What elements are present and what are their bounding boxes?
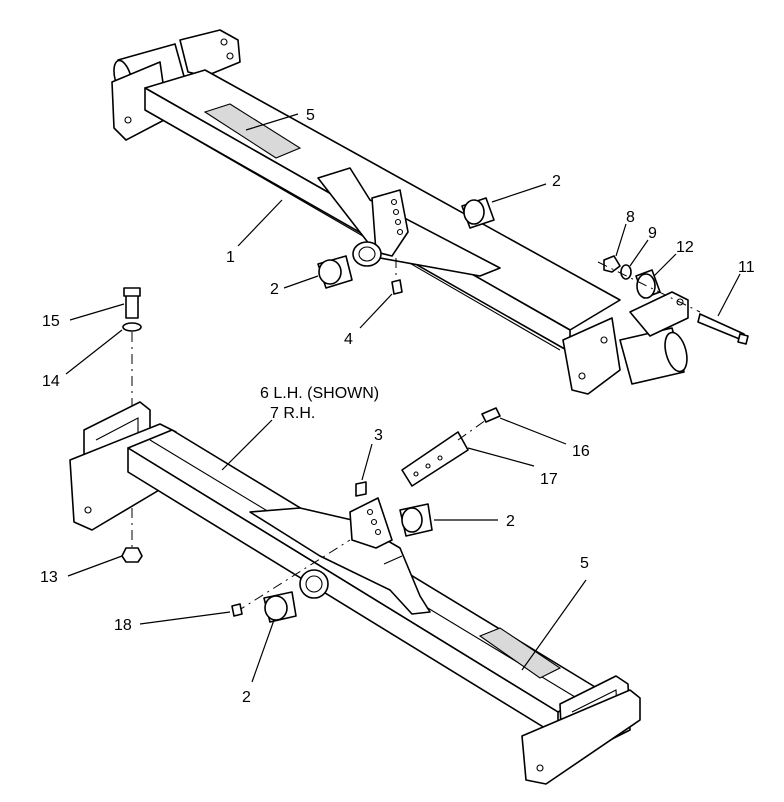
- leader-lines: [65, 113, 741, 683]
- callout-18: 18: [114, 617, 132, 634]
- callout-14: 14: [42, 373, 60, 390]
- upper-hitch-plate: [371, 189, 409, 257]
- nut-18: [231, 603, 243, 617]
- washer-14: [122, 322, 142, 332]
- upper-left-bracket: [179, 29, 241, 77]
- bolt-11: [697, 313, 745, 341]
- callout-2-bottom: 2: [242, 689, 251, 706]
- callout-1: 1: [226, 249, 235, 266]
- callout-9: 9: [648, 225, 657, 242]
- callout-11: 11: [738, 259, 755, 276]
- callout-17: 17: [540, 471, 558, 488]
- callout-labels: 5 2 1 8 9 12 11 2 4 15 14 6 L.H. (SHOWN)…: [40, 107, 755, 706]
- pin-plate-17: [401, 431, 469, 487]
- nut-13: [121, 547, 143, 563]
- callout-15: 15: [42, 313, 60, 330]
- callout-12: 12: [676, 239, 694, 256]
- bolt-16: [481, 407, 501, 423]
- nut-8: [603, 255, 621, 273]
- lower-axle-assembly: [69, 287, 641, 785]
- lower-center-gusset: [249, 507, 431, 615]
- callout-5-bottom: 5: [580, 555, 589, 572]
- upper-left-end-plate: [111, 61, 169, 141]
- lower-hitch-plate: [349, 497, 393, 549]
- callout-7: 7 R.H.: [270, 405, 315, 422]
- callout-4: 4: [344, 331, 353, 348]
- callout-16: 16: [572, 443, 590, 460]
- callout-2-top-left: 2: [270, 281, 279, 298]
- callout-8: 8: [626, 209, 635, 226]
- upper-axle-assembly: [111, 29, 749, 395]
- grease-fitting-3: [355, 481, 367, 497]
- callout-13: 13: [40, 569, 58, 586]
- callout-2-mid: 2: [506, 513, 515, 530]
- grease-fitting-4: [391, 279, 403, 295]
- callout-6: 6 L.H. (SHOWN): [260, 385, 379, 402]
- callout-2-top-right: 2: [552, 173, 561, 190]
- lower-right-end-plate: [521, 689, 641, 785]
- callout-3: 3: [374, 427, 383, 444]
- washer-9: [620, 264, 632, 280]
- callout-5-top: 5: [306, 107, 315, 124]
